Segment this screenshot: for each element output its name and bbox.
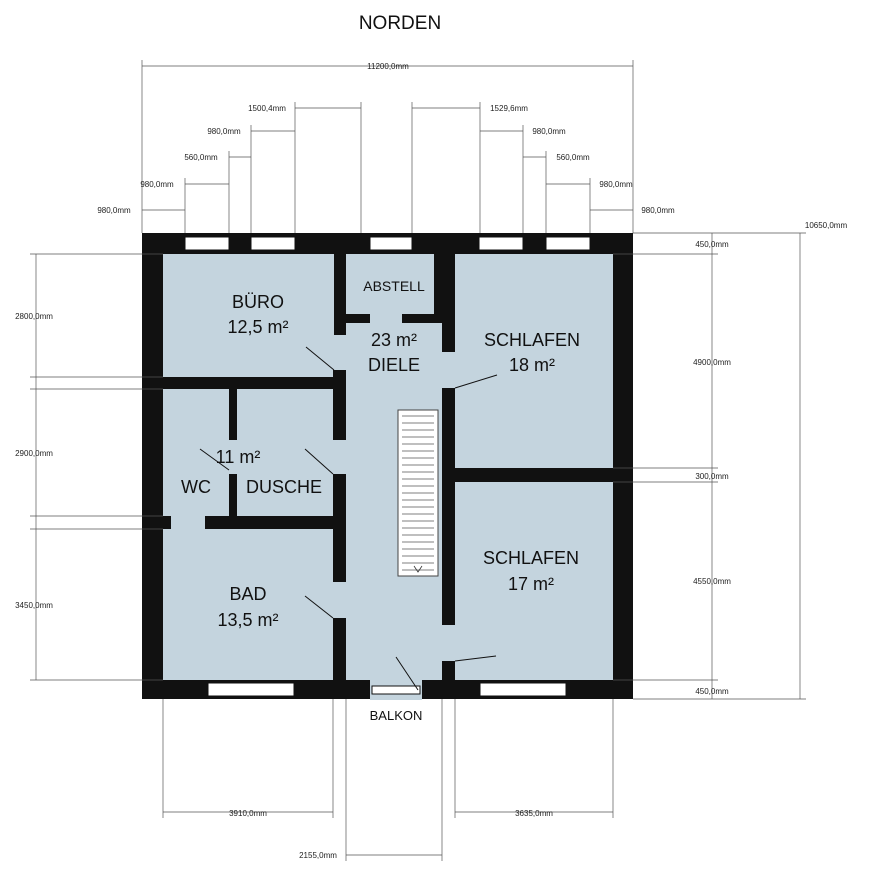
wall-stub — [229, 474, 237, 516]
area-buero: 12,5 m² — [227, 317, 288, 337]
door-opening-dusche — [330, 440, 350, 474]
dim-total-width: 11200,0mm — [367, 62, 409, 71]
room-wc — [163, 389, 229, 516]
door-opening-abstell — [370, 310, 402, 326]
door-opening-schlafen2 — [438, 625, 460, 661]
dim-2800: 2800,0mm — [15, 312, 53, 321]
door-opening-buero — [330, 335, 350, 370]
dim-left-980-b: 980,0mm — [140, 180, 174, 189]
dim-450-top: 450,0mm — [695, 240, 729, 249]
wall-stub — [333, 618, 346, 680]
room-schlafen-1 — [455, 254, 613, 468]
dim-left-980-a: 980,0mm — [207, 127, 241, 136]
window — [371, 685, 421, 695]
wall-stub — [442, 254, 455, 352]
room-labels: BÜRO 12,5 m² ABSTELL 23 m² DIELE SCHLAFE… — [181, 278, 580, 630]
label-diele: DIELE — [368, 355, 420, 375]
dim-3450: 3450,0mm — [15, 601, 53, 610]
inner-walls — [229, 254, 455, 680]
label-buero: BÜRO — [232, 292, 284, 312]
dim-right-980-c: 980,0mm — [641, 206, 675, 215]
door-swing — [454, 374, 498, 389]
wall-stub — [442, 388, 455, 625]
dim-450-bottom: 450,0mm — [695, 687, 729, 696]
door-swing — [305, 346, 335, 371]
door-opening-wc-bad — [171, 512, 205, 532]
stair-steps — [402, 415, 434, 571]
dim-2155: 2155,0mm — [299, 851, 337, 860]
dim-3635: 3635,0mm — [515, 809, 553, 818]
door-swings — [199, 346, 498, 691]
door-opening-bad — [330, 582, 350, 618]
rooms — [163, 254, 613, 700]
label-schlafen-1: SCHLAFEN — [484, 330, 580, 350]
dim-300: 300,0mm — [695, 472, 729, 481]
dim-right-560: 560,0mm — [556, 153, 590, 162]
door-opening-schlafen1 — [438, 352, 460, 388]
window — [479, 682, 567, 697]
window — [207, 682, 295, 697]
area-diele: 23 m² — [371, 330, 417, 350]
wall-stub — [442, 661, 455, 680]
label-schlafen-2: SCHLAFEN — [483, 548, 579, 568]
window — [545, 236, 591, 251]
area-bad: 13,5 m² — [217, 610, 278, 630]
dim-total-height: 10650,0mm — [805, 221, 848, 230]
label-abstell: ABSTELL — [363, 278, 425, 294]
area-schlafen-1: 18 m² — [509, 355, 555, 375]
room-dusche — [237, 389, 333, 516]
area-wc-dusche: 11 m² — [216, 447, 261, 467]
dimension-labels: 11200,0mm 1500,4mm 1529,6mm 980,0mm 980,… — [15, 62, 847, 860]
dim-2900: 2900,0mm — [15, 449, 53, 458]
wall-stub — [333, 370, 346, 440]
dim-4550: 4550,0mm — [693, 577, 731, 586]
window — [369, 236, 413, 251]
label-balkon: BALKON — [370, 708, 423, 723]
room-abstell — [346, 254, 434, 314]
door-swing — [304, 595, 334, 619]
dim-right-980-a: 980,0mm — [532, 127, 566, 136]
room-schlafen-2 — [455, 482, 613, 680]
windows — [184, 236, 591, 697]
label-bad: BAD — [229, 584, 266, 604]
dim-left-980-c: 980,0mm — [97, 206, 131, 215]
door-swing — [199, 448, 230, 471]
label-dusche: DUSCHE — [246, 477, 322, 497]
dim-4900: 4900,0mm — [693, 358, 731, 367]
window — [184, 236, 230, 251]
room-buero — [163, 254, 334, 377]
door-swing — [304, 448, 334, 475]
wall-stub — [229, 389, 237, 440]
staircase — [397, 409, 439, 577]
wall-stub — [333, 474, 346, 582]
window — [250, 236, 296, 251]
north-label: NORDEN — [359, 13, 441, 34]
dim-1500: 1500,4mm — [248, 104, 286, 113]
dim-3910: 3910,0mm — [229, 809, 267, 818]
area-schlafen-2: 17 m² — [508, 574, 554, 594]
dimension-lines — [30, 60, 806, 861]
dim-right-980-b: 980,0mm — [599, 180, 633, 189]
window — [478, 236, 524, 251]
door-swing — [395, 656, 419, 691]
room-diele-upper — [346, 323, 434, 353]
dim-1529: 1529,6mm — [490, 104, 528, 113]
stair-arrow — [413, 565, 423, 573]
door-swing — [454, 655, 497, 662]
dim-left-560: 560,0mm — [184, 153, 218, 162]
room-bad — [163, 529, 333, 680]
label-wc: WC — [181, 477, 211, 497]
wall-stub — [334, 254, 346, 334]
